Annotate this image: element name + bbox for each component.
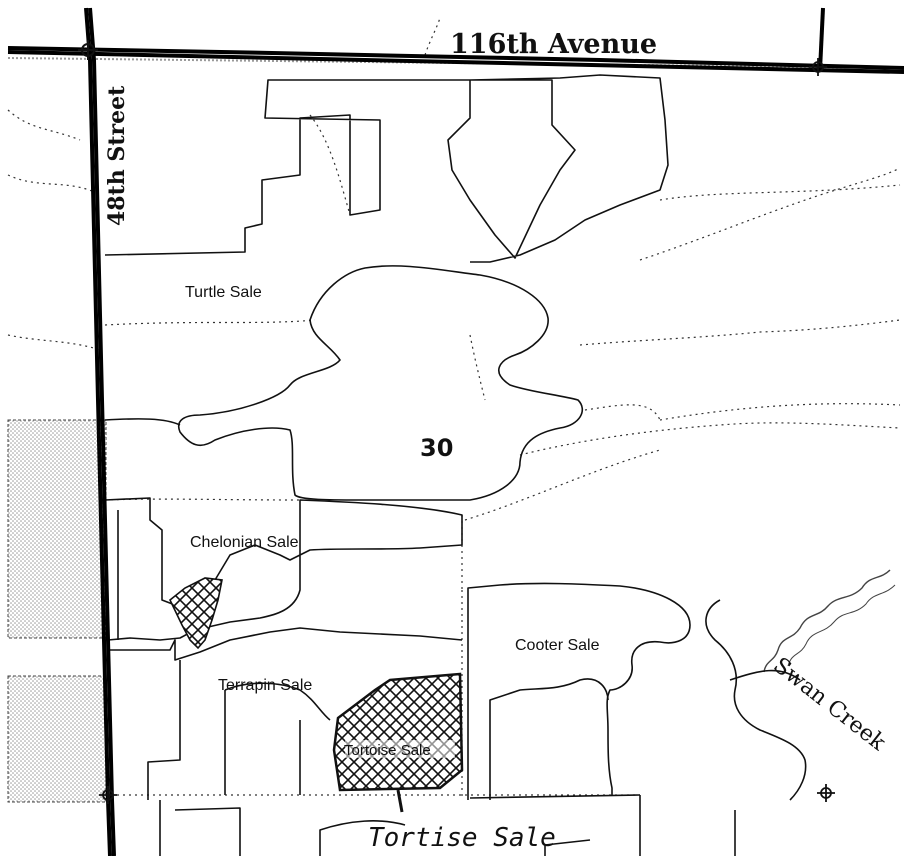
stippled-area-lower bbox=[7, 675, 107, 803]
handwritten-label: Tortise Sale bbox=[368, 823, 556, 853]
survey-corner-marker-icon bbox=[78, 40, 98, 60]
parcel-label-turtle: Turtle Sale bbox=[185, 284, 262, 301]
section-number: 30 bbox=[420, 434, 453, 462]
tortoise-sale-parcel bbox=[332, 672, 464, 792]
parcel-label-cooter: Cooter Sale bbox=[515, 637, 600, 654]
swan-creek bbox=[763, 569, 891, 673]
tortoise-label-backing bbox=[345, 740, 455, 758]
parcel-label-chelonian: Chelonian Sale bbox=[190, 534, 299, 551]
pointer-line bbox=[396, 789, 404, 813]
stippled-area-upper bbox=[7, 419, 107, 639]
swan-creek-bank bbox=[787, 584, 896, 667]
survey-corner-marker-icon bbox=[99, 786, 117, 804]
avenue-label: 116th Avenue bbox=[450, 29, 657, 60]
survey-corner-marker-icon bbox=[809, 58, 827, 76]
hatched-parcel-small bbox=[169, 577, 223, 650]
parcel-label-tortoise: Tortoise Sale bbox=[344, 742, 431, 759]
parcel-outlines bbox=[104, 74, 807, 856]
street-label: 48th Street bbox=[104, 85, 130, 226]
parcel-label-terrapin: Terrapin Sale bbox=[218, 677, 312, 694]
survey-corner-marker-icon bbox=[817, 784, 835, 802]
